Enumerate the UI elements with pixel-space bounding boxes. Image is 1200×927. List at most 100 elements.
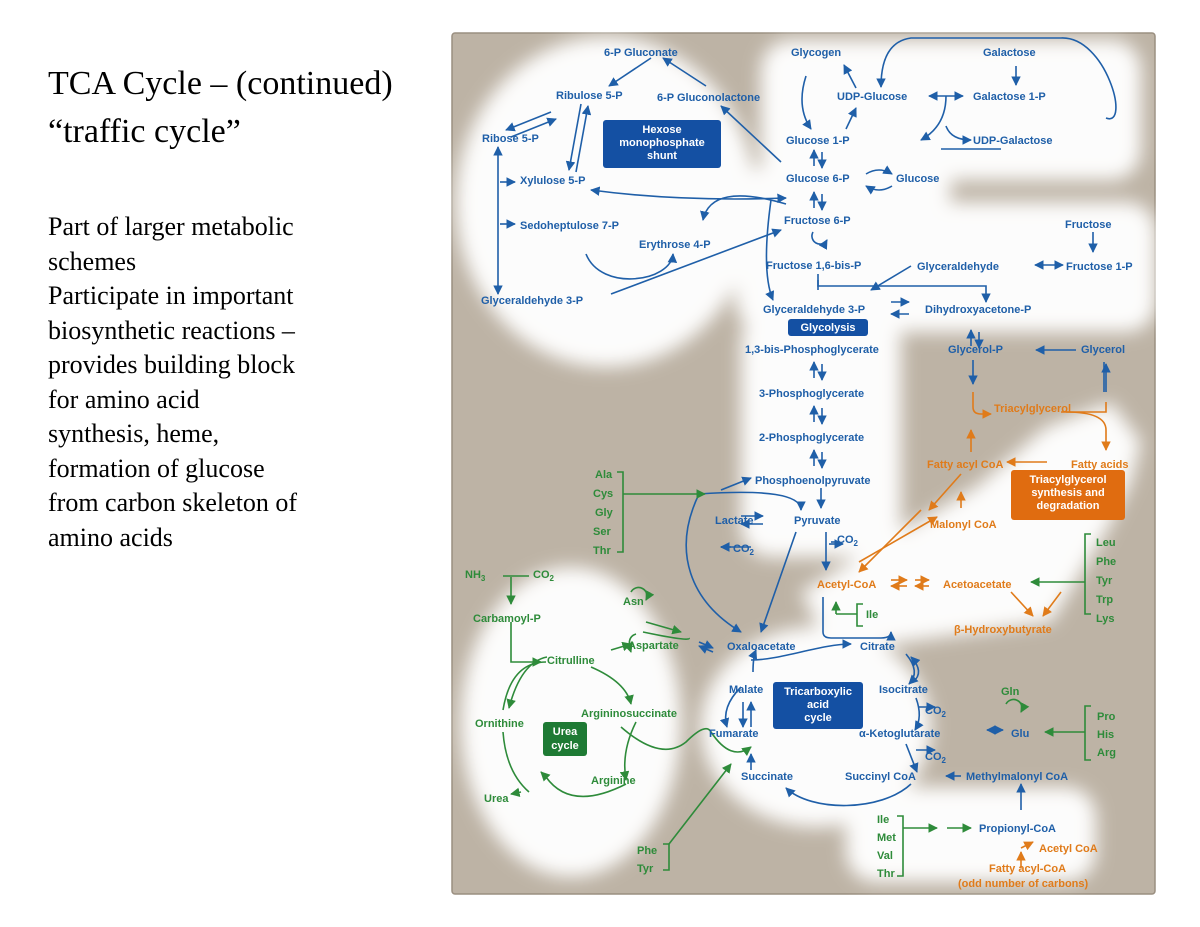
label-glyceraldehyde-3p: Glyceraldehyde 3-P — [763, 304, 865, 316]
label-glycerol: Glycerol — [1081, 344, 1125, 356]
tag-box-line: degradation — [1037, 500, 1100, 512]
label-methylmalonyl-coa: Methylmalonyl CoA — [966, 771, 1068, 783]
amino-glycolytic-1: Ala — [595, 469, 613, 481]
label-triacylglycerol: Triacylglycerol — [994, 403, 1071, 415]
amino-glycolytic-5: Thr — [593, 545, 611, 557]
label-glyceraldehyde: Glyceraldehyde — [917, 261, 999, 273]
label-malate: Malate — [729, 684, 763, 696]
glycolysis-box-label: Glycolysis — [800, 322, 855, 334]
amino-propionyl-4: Thr — [877, 868, 895, 880]
label-fructose-16bisp: Fructose 1,6-bis-P — [766, 260, 861, 272]
label-glycerol-p: Glycerol-P — [948, 344, 1003, 356]
amino-glycolytic-2: Cys — [593, 488, 613, 500]
label-propionyl-coa: Propionyl-CoA — [979, 823, 1056, 835]
pathway-arrows-orange — [858, 392, 1111, 868]
amino-glycolytic-4: Ser — [593, 526, 611, 538]
label-co2-pyruvate: CO2 — [733, 543, 755, 557]
amino-glu-family-2: His — [1097, 729, 1114, 741]
hmp-box-line: monophosphate — [619, 137, 705, 149]
label-fumarate: Fumarate — [709, 728, 759, 740]
label-galactose-1p: Galactose 1-P — [973, 91, 1046, 103]
slide-title-line: TCA Cycle – (continued) — [48, 65, 393, 102]
label-b-hydroxybutyrate: β-Hydroxybutyrate — [954, 624, 1052, 636]
label-6p-gluconate: 6-P Gluconate — [604, 47, 678, 59]
label-succinate: Succinate — [741, 771, 793, 783]
body-line: biosynthetic reactions – — [48, 315, 295, 345]
amino-glu-family-1: Pro — [1097, 711, 1116, 723]
label-fatty-acids: Fatty acids — [1071, 459, 1128, 471]
label-fatty-acyl-coa: Fatty acyl CoA — [927, 459, 1003, 471]
label-sedoheptulose-7p: Sedoheptulose 7-P — [520, 220, 619, 232]
label-erythrose-4p: Erythrose 4-P — [639, 239, 711, 251]
label-gln: Gln — [1001, 686, 1020, 698]
slide-title-line: “traffic cycle” — [48, 113, 241, 150]
label-oxaloacetate: Oxaloacetate — [727, 641, 795, 653]
label-citrate: Citrate — [860, 641, 895, 653]
label-galactose: Galactose — [983, 47, 1036, 59]
amino-glu-family-3: Arg — [1097, 747, 1116, 759]
label-13-bisphosphoglycerate: 1,3-bis-Phosphoglycerate — [745, 344, 879, 356]
label-2-phosphoglycerate: 2-Phosphoglycerate — [759, 432, 864, 444]
label-a-ketoglutarate: α-Ketoglutarate — [859, 728, 940, 740]
label-glucose-6p: Glucose 6-P — [786, 173, 850, 185]
label-glucose-1p: Glucose 1-P — [786, 135, 850, 147]
urea-cycle-box — [543, 722, 587, 756]
glycolysis-box — [788, 319, 868, 336]
tca-box-line: acid — [807, 699, 829, 711]
label-odd-carbons: (odd number of carbons) — [958, 878, 1089, 890]
label-udp-glucose: UDP-Glucose — [837, 91, 907, 103]
label-acetyl-coa: Acetyl-CoA — [817, 579, 876, 591]
label-arginine: Arginine — [591, 775, 636, 787]
tca-box-line: cycle — [804, 712, 832, 724]
body-line: formation of glucose — [48, 453, 265, 483]
label-urea: Urea — [484, 793, 509, 805]
amino-propionyl-1: Ile — [877, 814, 889, 826]
pathway-arrows-blue — [493, 37, 1117, 810]
label-ornithine: Ornithine — [475, 718, 524, 730]
body-line: provides building block — [48, 350, 295, 379]
amino-ketogenic-1: Leu — [1096, 537, 1116, 549]
label-malonyl-coa: Malonyl CoA — [930, 519, 997, 531]
body-line: schemes — [48, 246, 137, 276]
label-glyceraldehyde-3p-left: Glyceraldehyde 3-P — [481, 295, 583, 307]
metabolite-labels-green: Ile NH3 CO2 Carbamoyl-P Citrulline Asn A… — [465, 569, 1020, 805]
pathway-label-boxes: Hexose monophosphate shunt Glycolysis Tr… — [543, 120, 1125, 756]
amino-ketogenic-2: Phe — [1096, 556, 1116, 568]
amino-ketogenic-3: Tyr — [1096, 575, 1113, 587]
tca-cycle-box — [773, 682, 863, 729]
label-dhap: Dihydroxyacetone-P — [925, 304, 1031, 316]
hmp-box-line: Hexose — [642, 124, 681, 136]
tag-box-line: synthesis and — [1031, 487, 1104, 499]
label-ribulose-5p: Ribulose 5-P — [556, 90, 623, 102]
label-co2-isocitrate: CO2 — [925, 705, 947, 719]
pathway-highlight-regions — [456, 37, 1156, 882]
urea-box-line: Urea — [553, 726, 578, 738]
urea-box-line: cycle — [551, 740, 579, 752]
label-co2-pdh: CO2 — [837, 534, 859, 548]
hmp-box-line: shunt — [647, 150, 677, 162]
label-succinyl-coa: Succinyl CoA — [845, 771, 916, 783]
label-carbamoyl-p: Carbamoyl-P — [473, 613, 541, 625]
amino-ketogenic-4: Trp — [1096, 594, 1113, 606]
body-line: amino acids — [48, 522, 173, 552]
label-citrulline: Citrulline — [547, 655, 595, 667]
body-line: from carbon skeleton of — [48, 488, 298, 517]
amino-propionyl-2: Met — [877, 832, 896, 844]
label-aspartate: Aspartate — [628, 640, 679, 652]
label-glu: Glu — [1011, 728, 1029, 740]
pathway-arrows-green — [502, 471, 1091, 877]
amino-fumarate-family-2: Tyr — [637, 863, 654, 875]
label-glucose: Glucose — [896, 173, 939, 185]
label-udp-galactose: UDP-Galactose — [973, 135, 1052, 147]
label-acetyl-coa-bottom: Acetyl CoA — [1039, 843, 1098, 855]
label-asn: Asn — [623, 596, 644, 608]
slide-title: TCA Cycle – (continued) “traffic cycle” — [48, 60, 448, 156]
metabolic-pathway-diagram: Hexose monophosphate shunt Glycolysis Tr… — [451, 32, 1156, 895]
label-pyruvate: Pyruvate — [794, 515, 840, 527]
label-glycogen: Glycogen — [791, 47, 841, 59]
label-fructose-1p: Fructose 1-P — [1066, 261, 1133, 273]
tag-box-line: Triacylglycerol — [1029, 474, 1106, 486]
body-line: synthesis, heme, — [48, 419, 220, 448]
label-co2-akg: CO2 — [925, 751, 947, 765]
label-phosphoenolpyruvate: Phosphoenolpyruvate — [755, 475, 871, 487]
